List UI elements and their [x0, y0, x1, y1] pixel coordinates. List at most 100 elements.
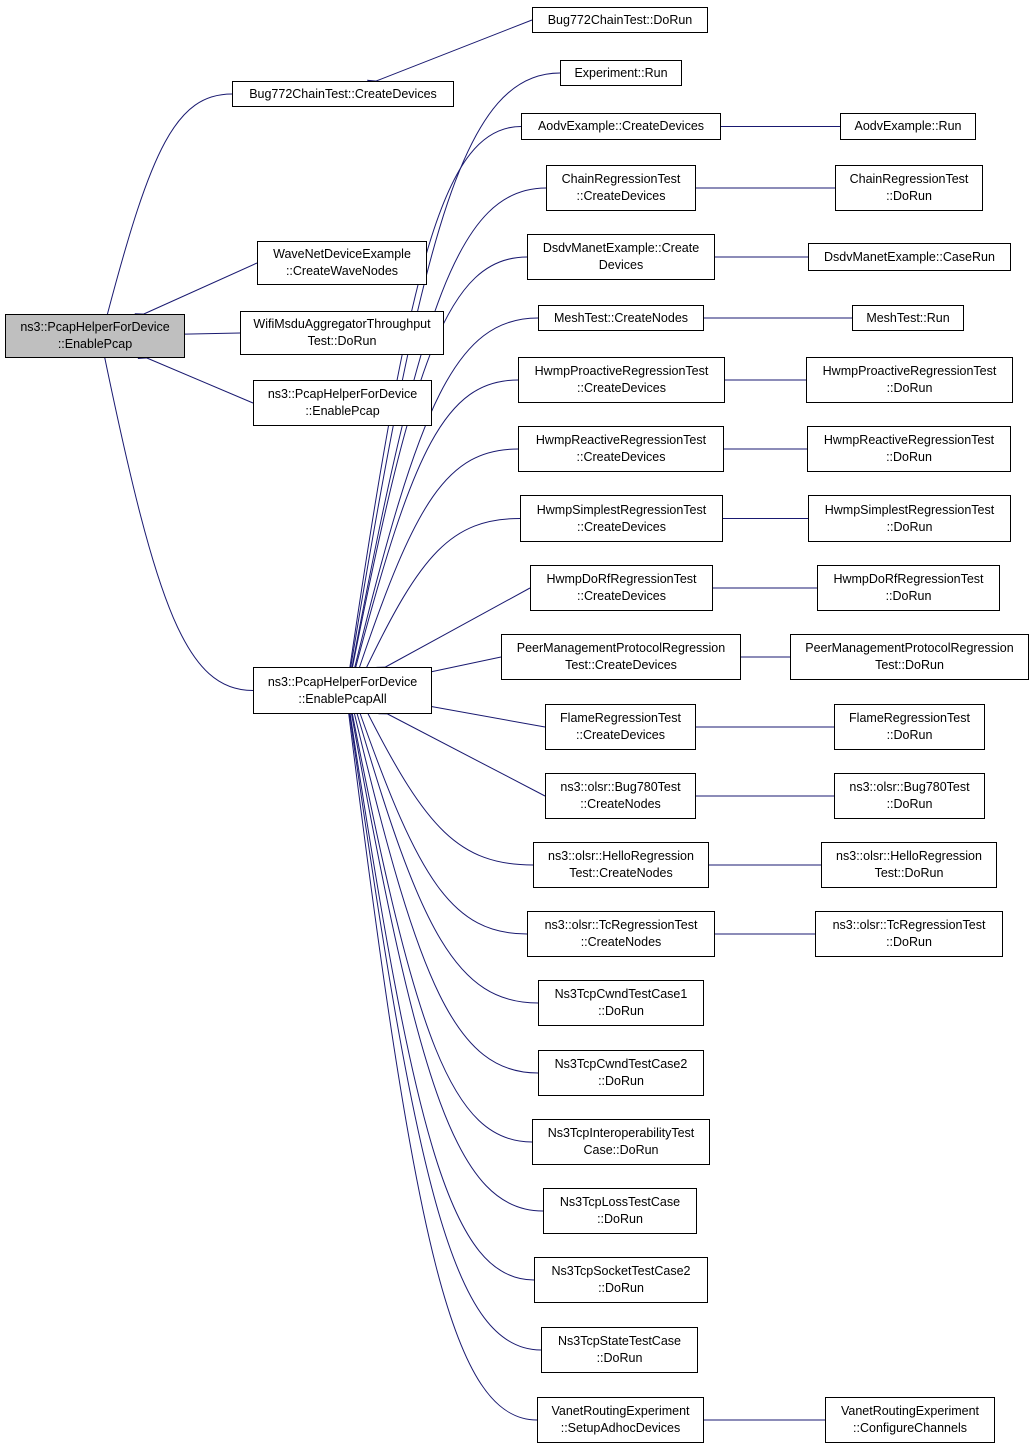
node-aodv-run[interactable]: AodvExample::Run	[840, 113, 976, 140]
edge-enablepcapall-to-flame_cd	[423, 700, 546, 728]
edge-enablepcapall-to-peer_cd	[423, 656, 502, 678]
edge-enablepcapall-to-loss	[345, 705, 544, 1212]
node-root-enablepcap[interactable]: ns3::PcapHelperForDevice ::EnablePcap	[5, 314, 185, 358]
edge-enablepcapall-to-mesh_cn	[348, 317, 539, 676]
node-bug772-createdevices[interactable]: Bug772ChainTest::CreateDevices	[232, 81, 454, 107]
node-mesh-createnodes[interactable]: MeshTest::CreateNodes	[538, 305, 704, 331]
node-state-line-2: ::DoRun	[596, 1351, 643, 1365]
node-hwmpdorf-dorun[interactable]: HwmpDoRfRegressionTest ::DoRun	[817, 565, 1000, 611]
node-bug780-dorun-line-2: ::DoRun	[886, 797, 933, 811]
node-bug772-dorun[interactable]: Bug772ChainTest::DoRun	[532, 7, 708, 33]
node-hwmpproactive-dorun-line-2: ::DoRun	[886, 381, 933, 395]
node-interop-dorun[interactable]: Ns3TcpInteroperabilityTest Case::DoRun	[532, 1119, 710, 1165]
node-dsdv-caserun[interactable]: DsdvManetExample::CaseRun	[808, 243, 1011, 271]
node-helloregression-dorun[interactable]: ns3::olsr::HelloRegression Test::DoRun	[821, 842, 997, 888]
node-hwmpdorf-createdevices-line-2: ::CreateDevices	[577, 589, 666, 603]
edge-enablepcapall-to-experiment	[345, 72, 561, 676]
edge-enablepcapall-to-hwmpp_cd	[349, 379, 519, 676]
node-tcregression-createnodes-line-1: ns3::olsr::TcRegressionTest	[544, 918, 698, 932]
node-enablepcap-2-line-2: ::EnablePcap	[305, 404, 380, 418]
node-aodv-createdevices[interactable]: AodvExample::CreateDevices	[521, 113, 721, 140]
node-helloregression-createnodes[interactable]: ns3::olsr::HelloRegression Test::CreateN…	[533, 842, 709, 888]
node-hwmpsimplest-createdevices[interactable]: HwmpSimplestRegressionTest ::CreateDevic…	[520, 495, 723, 542]
node-cwnd1-dorun[interactable]: Ns3TcpCwndTestCase1 ::DoRun	[538, 980, 704, 1026]
node-hwmpreactive-createdevices[interactable]: HwmpReactiveRegressionTest ::CreateDevic…	[518, 426, 724, 472]
node-state-dorun[interactable]: Ns3TcpStateTestCase ::DoRun	[541, 1327, 698, 1373]
edge-enablepcapall-to-hwmpr_cd	[352, 448, 519, 677]
node-peermanagement-dorun-line-2: Test::DoRun	[875, 658, 944, 672]
node-tcregression-dorun[interactable]: ns3::olsr::TcRegressionTest ::DoRun	[815, 911, 1003, 957]
node-hwmpreactive-createdevices-line-2: ::CreateDevices	[576, 450, 666, 464]
node-vanet-configurechannels[interactable]: VanetRoutingExperiment ::ConfigureChanne…	[825, 1397, 995, 1443]
node-peermanagement-dorun[interactable]: PeerManagementProtocolRegression Test::D…	[790, 634, 1029, 680]
node-flame-dorun-line-1: FlameRegressionTest	[849, 711, 970, 725]
node-peermanagement-dorun-line-1: PeerManagementProtocolRegression	[805, 641, 1014, 655]
edge-enablepcapall-to-tc_cn	[353, 704, 528, 935]
node-tcregression-createnodes-line-2: ::CreateNodes	[580, 935, 662, 949]
node-chain-createdevices[interactable]: ChainRegressionTest ::CreateDevices	[546, 165, 696, 211]
node-dsdv-caserun-line-1: DsdvManetExample::CaseRun	[824, 249, 995, 264]
node-cwnd1-line-2: ::DoRun	[598, 1004, 644, 1018]
node-hwmpproactive-dorun[interactable]: HwmpProactiveRegressionTest ::DoRun	[806, 357, 1013, 403]
edge-enablepcapall-to-vanet_setup	[343, 705, 538, 1421]
node-vanet-setupadhocdevices[interactable]: VanetRoutingExperiment ::SetupAdhocDevic…	[537, 1397, 704, 1443]
node-loss-dorun[interactable]: Ns3TcpLossTestCase ::DoRun	[543, 1188, 697, 1234]
node-enablepcapall[interactable]: ns3::PcapHelperForDevice ::EnablePcapAll	[253, 667, 432, 714]
node-helloregression-createnodes-line-1: ns3::olsr::HelloRegression	[548, 849, 694, 863]
edge-root-to-wave	[134, 262, 258, 322]
node-hwmpsimplest-dorun[interactable]: HwmpSimplestRegressionTest ::DoRun	[808, 495, 1011, 542]
node-hwmpsimplest-createdevices-line-2: ::CreateDevices	[577, 519, 666, 534]
node-socket2-dorun[interactable]: Ns3TcpSocketTestCase2 ::DoRun	[534, 1257, 708, 1303]
node-tcregression-dorun-line-2: ::DoRun	[886, 935, 932, 949]
node-hwmpproactive-dorun-line-1: HwmpProactiveRegressionTest	[822, 364, 997, 378]
node-mesh-run-line-1: MeshTest::Run	[866, 310, 950, 325]
node-mesh-run[interactable]: MeshTest::Run	[852, 305, 964, 331]
node-experiment-run[interactable]: Experiment::Run	[560, 60, 682, 86]
node-helloregression-createnodes-line-2: Test::CreateNodes	[569, 866, 673, 880]
node-loss-line-1: Ns3TcpLossTestCase	[559, 1195, 681, 1209]
node-wifimsdu-dorun[interactable]: WifiMsduAggregatorThroughput Test::DoRun	[240, 311, 444, 355]
edge-root-to-bug772_devices	[101, 93, 233, 323]
node-hwmpproactive-createdevices[interactable]: HwmpProactiveRegressionTest ::CreateDevi…	[518, 357, 725, 403]
node-peermanagement-createdevices[interactable]: PeerManagementProtocolRegression Test::C…	[501, 634, 741, 680]
node-chain-createdevices-line-2: ::CreateDevices	[576, 189, 666, 203]
node-interop-line-2: Case::DoRun	[583, 1143, 659, 1157]
node-flame-createdevices-line-2: ::CreateDevices	[576, 728, 665, 742]
node-flame-dorun[interactable]: FlameRegressionTest ::DoRun	[834, 704, 985, 750]
node-chain-dorun-line-1: ChainRegressionTest	[849, 172, 969, 186]
node-hwmpsimplest-createdevices-line-1: HwmpSimplestRegressionTest	[536, 502, 707, 517]
node-bug780-dorun[interactable]: ns3::olsr::Bug780Test ::DoRun	[834, 773, 985, 819]
node-dsdv-createdevices-line-2: Devices	[598, 258, 644, 272]
node-hwmpdorf-createdevices[interactable]: HwmpDoRfRegressionTest ::CreateDevices	[530, 565, 713, 611]
edge-enablepcapall-to-cwnd2	[348, 705, 539, 1074]
node-flame-createdevices[interactable]: FlameRegressionTest ::CreateDevices	[545, 704, 696, 750]
node-chain-dorun[interactable]: ChainRegressionTest ::DoRun	[835, 165, 983, 211]
edge-root-to-wifimsdu	[176, 329, 241, 339]
node-enablepcap-2[interactable]: ns3::PcapHelperForDevice ::EnablePcap	[253, 380, 432, 426]
node-cwnd2-dorun[interactable]: Ns3TcpCwndTestCase2 ::DoRun	[538, 1050, 704, 1096]
node-tcregression-createnodes[interactable]: ns3::olsr::TcRegressionTest ::CreateNode…	[527, 911, 715, 957]
node-wave-createwavenodes[interactable]: WaveNetDeviceExample ::CreateWaveNodes	[257, 241, 427, 285]
node-wave-line-2: ::CreateWaveNodes	[285, 264, 399, 278]
node-cwnd2-line-1: Ns3TcpCwndTestCase2	[554, 1057, 688, 1071]
node-experiment-run-line-1: Experiment::Run	[574, 65, 668, 80]
node-aodv-createdevices-line-1: AodvExample::CreateDevices	[537, 119, 705, 133]
edge-root-to-enablepcap2	[137, 350, 254, 404]
node-state-line-1: Ns3TcpStateTestCase	[558, 1334, 681, 1348]
node-peermanagement-createdevices-line-2: Test::CreateDevices	[565, 658, 677, 672]
edge-enablepcapall-to-hwmpd_cd	[376, 587, 531, 675]
node-enablepcapall-line-1: ns3::PcapHelperForDevice	[267, 674, 418, 689]
edge-enablepcapall-to-state	[343, 705, 542, 1351]
node-hwmpsimplest-dorun-line-1: HwmpSimplestRegressionTest	[824, 502, 995, 517]
node-bug780-createnodes[interactable]: ns3::olsr::Bug780Test ::CreateNodes	[545, 773, 696, 819]
node-hwmpproactive-createdevices-line-1: HwmpProactiveRegressionTest	[534, 364, 709, 378]
node-dsdv-createdevices[interactable]: DsdvManetExample::Create Devices	[527, 234, 715, 280]
node-vanet-setup-line-1: VanetRoutingExperiment	[551, 1404, 690, 1418]
node-hwmpsimplest-dorun-line-2: ::DoRun	[886, 519, 933, 534]
node-helloregression-dorun-line-2: Test::DoRun	[874, 866, 944, 880]
edge-bug772_devices-to-bug772_run	[367, 19, 533, 89]
node-bug780-dorun-line-1: ns3::olsr::Bug780Test	[849, 780, 970, 794]
node-interop-line-1: Ns3TcpInteroperabilityTest	[547, 1126, 695, 1140]
node-vanet-conf-line-1: VanetRoutingExperiment	[840, 1404, 980, 1418]
node-hwmpreactive-dorun[interactable]: HwmpReactiveRegressionTest ::DoRun	[807, 426, 1011, 472]
